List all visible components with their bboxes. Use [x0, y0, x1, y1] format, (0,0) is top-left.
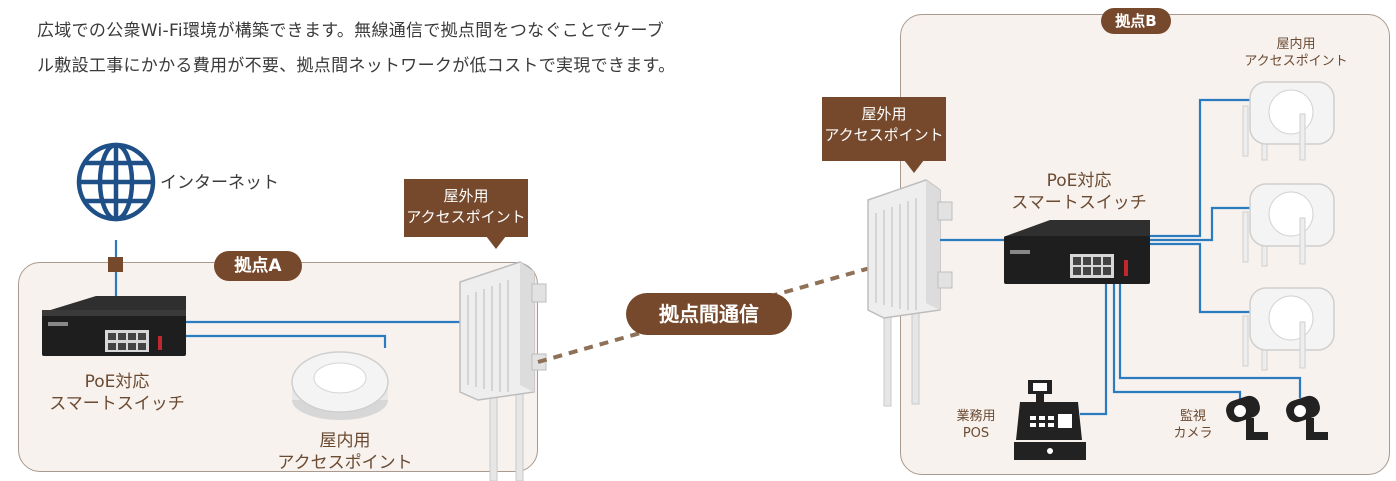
camera-icon-2	[1286, 395, 1328, 440]
outdoor-ap-b	[867, 179, 953, 407]
intro-line-1: 広域での公衆Wi-Fi環境が構築できます。無線通信で拠点間をつなぐことでケーブ	[37, 21, 665, 41]
camera-label-2: カメラ	[1173, 426, 1213, 441]
indoor-ap-a-label-2: アクセスポイント	[277, 453, 413, 473]
switch-to-camera2-cable	[1118, 282, 1302, 398]
globe-icon	[76, 142, 156, 222]
camera-icon-1	[1226, 395, 1268, 440]
outdoor-ap-a-label-1: 屋外用	[443, 187, 489, 205]
outdoor-ap-a	[459, 261, 547, 481]
intro-line-2: ル敷設工事にかかる費用が不要、拠点間ネットワークが低コストで実現できます。	[37, 56, 676, 76]
outdoor-ap-b-label-2: アクセスポイント	[824, 126, 944, 144]
switch-to-ap2-cable	[1150, 206, 1255, 242]
indoor-ap-b-1	[1242, 81, 1335, 161]
camera-label-1: 監視	[1179, 409, 1206, 424]
outdoor-ap-b-label-1: 屋外用	[861, 105, 907, 123]
poe-switch-a	[42, 296, 186, 356]
pos-label-1: 業務用	[956, 409, 996, 424]
switch-b-label: PoE対応 スマートスイッチ	[1000, 170, 1158, 214]
indoor-ap-b-label-2: アクセスポイント	[1244, 54, 1348, 69]
indoor-ap-b-3	[1242, 287, 1335, 371]
switch-a-label-2: スマートスイッチ	[49, 394, 185, 414]
switch-a-label: PoE対応 スマートスイッチ	[42, 371, 192, 415]
switch-to-indoor-ap-cable	[185, 334, 387, 348]
indoor-ap-a	[291, 351, 389, 420]
pos-label: 業務用 POS	[946, 408, 1006, 442]
indoor-ap-a-label: 屋内用 アクセスポイント	[262, 430, 428, 474]
site-a-tag: 拠点A	[214, 251, 302, 281]
poe-switch-b	[1004, 220, 1150, 284]
switch-b-label-2: スマートスイッチ	[1011, 193, 1147, 213]
site-b-tag: 拠点B	[1101, 8, 1171, 34]
switch-to-camera1-cable	[1112, 282, 1242, 400]
indoor-ap-b-label-1: 屋内用	[1276, 37, 1316, 52]
indoor-ap-b-2	[1242, 183, 1335, 267]
indoor-ap-b-label: 屋内用 アクセスポイント	[1226, 36, 1366, 70]
indoor-ap-a-label-1: 屋内用	[319, 431, 371, 451]
camera-label: 監視 カメラ	[1166, 408, 1220, 442]
internet-connector	[108, 257, 123, 272]
pos-label-2: POS	[962, 426, 990, 441]
outdoor-ap-b-callout: 屋外用 アクセスポイント	[822, 97, 946, 173]
site-b-cables	[940, 98, 1302, 416]
intro-text: 広域での公衆Wi-Fi環境が構築できます。無線通信で拠点間をつなぐことでケーブ …	[37, 14, 797, 84]
switch-to-ap1-cable	[1150, 98, 1255, 238]
pos-register-icon	[1014, 380, 1086, 460]
internet-label: インターネット	[160, 173, 279, 193]
outdoor-ap-a-label-2: アクセスポイント	[406, 208, 526, 226]
inter-site-link-tag: 拠点間通信	[626, 293, 792, 335]
switch-to-pos-cable	[1080, 282, 1108, 416]
switch-b-label-1: PoE対応	[1046, 171, 1112, 191]
switch-to-ap3-cable	[1150, 242, 1255, 314]
switch-a-label-1: PoE対応	[84, 372, 150, 392]
outdoor-ap-a-callout: 屋外用 アクセスポイント	[404, 179, 528, 249]
